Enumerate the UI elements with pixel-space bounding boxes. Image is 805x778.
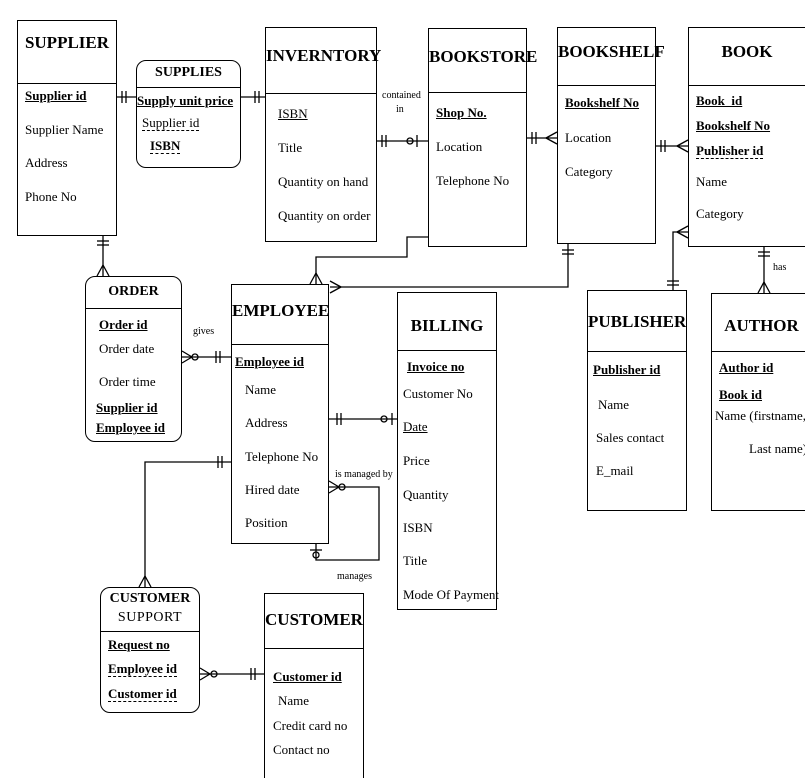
publisher-entity: PUBLISHER Publisher id Name Sales contac… [587, 290, 687, 511]
inventory-title: INVERNTORY [266, 46, 382, 65]
supplies-attr: Supplier id [142, 115, 200, 131]
bookstore-attr: Location [436, 139, 483, 154]
billing-attr: ISBN [403, 520, 433, 535]
supplier-attr: Phone No [25, 189, 77, 204]
bookstore-title: BOOKSTORE [429, 47, 538, 66]
employee-attr: Position [245, 515, 288, 530]
author-attr: Name (firstname, [715, 408, 805, 423]
inventory-attr: ISBN [278, 106, 308, 121]
supplier-attr: Supplier Name [25, 122, 104, 137]
supplier-entity: SUPPLIER Supplier id Supplier Name Addre… [17, 20, 117, 236]
inventory-entity: INVERNTORY ISBN Title Quantity on hand Q… [265, 27, 382, 242]
book-title: BOOK [721, 42, 773, 61]
supplies-entity: SUPPLIES Supply unit price Supplier id I… [136, 60, 241, 168]
order-attr: Order time [99, 374, 156, 389]
employee-attr: Telephone No [245, 449, 319, 464]
author-attr: Last name) [749, 441, 805, 456]
customer-attr: Credit card no [273, 718, 348, 733]
billing-attr: Invoice no [407, 359, 465, 374]
bookstore-attr: Shop No. [436, 105, 487, 120]
book-attr: Name [696, 174, 728, 189]
billing-attr: Title [403, 553, 428, 568]
customer-entity: CUSTOMER Customer id Name Credit card no… [264, 593, 364, 778]
relationship-label-has: has [773, 262, 787, 273]
customer-support-title: SUPPORT [117, 610, 183, 625]
author-attr: Author id [719, 360, 774, 375]
supplier-title: SUPPLIER [24, 33, 110, 52]
inventory-attr: Title [278, 140, 303, 155]
billing-attr: Date [403, 419, 428, 434]
supplier-attr: Supplier id [25, 88, 87, 103]
employee-attr: Name [245, 382, 277, 397]
inventory-attr: Quantity on hand [278, 174, 369, 189]
employee-attr: Hired date [245, 482, 300, 497]
publisher-title: PUBLISHER [588, 312, 687, 331]
billing-entity: BILLING Invoice no Customer No Date Pric… [397, 292, 500, 610]
bookstore-attr: Telephone No [436, 173, 510, 188]
order-attr: Order date [99, 341, 155, 356]
supplies-attr: Supply unit price [137, 93, 234, 108]
relationship-label-manages: manages [337, 571, 372, 582]
bookshelf-attr: Location [565, 130, 612, 145]
order-entity: ORDER Order id Order date Order time Sup… [85, 276, 182, 442]
book-attr: Publisher id [696, 143, 764, 159]
customer-attr: Name [278, 693, 310, 708]
book-attr: Bookshelf No [696, 118, 771, 133]
relationship-label-is-managed-by: is managed by [335, 469, 393, 480]
relationship-label-gives: gives [193, 326, 215, 337]
publisher-attr: Publisher id [593, 362, 661, 377]
customer-support-attr: Employee id [108, 661, 177, 677]
publisher-attr: Name [598, 397, 630, 412]
billing-attr: Mode Of Payment [403, 587, 500, 602]
employee-title: EMPLOYEE [232, 301, 330, 320]
publisher-attr: E_mail [596, 463, 634, 478]
billing-attr: Price [403, 453, 430, 468]
author-title: AUTHOR [724, 316, 799, 335]
bookshelf-attr: Bookshelf No [565, 95, 640, 110]
order-attr: Order id [99, 317, 148, 332]
supplier-attr: Address [25, 155, 68, 170]
bookstore-entity: BOOKSTORE Shop No. Location Telephone No [428, 28, 538, 247]
author-entity: AUTHOR Author id Book id Name (firstname… [711, 293, 805, 511]
author-attr: Book id [719, 387, 762, 402]
order-title: ORDER [108, 284, 159, 299]
customer-attr: Contact no [273, 742, 330, 757]
customer-support-attr: Request no [108, 637, 170, 652]
billing-attr: Customer No [403, 386, 473, 401]
supplies-title: SUPPLIES [155, 65, 222, 80]
billing-attr: Quantity [403, 487, 449, 502]
customer-title: CUSTOMER [265, 610, 363, 629]
inventory-attr: Quantity on order [278, 208, 371, 223]
book-attr: Category [696, 206, 744, 221]
customer-support-entity: CUSTOMER SUPPORT Request no Employee id … [100, 587, 200, 713]
customer-support-title: CUSTOMER [109, 591, 191, 606]
relationship-label-in: in [396, 104, 404, 115]
bookshelf-attr: Category [565, 164, 613, 179]
relationship-label-contained: contained [382, 90, 421, 101]
customer-support-attr: Customer id [108, 686, 177, 702]
employee-attr: Address [245, 415, 288, 430]
order-attr: Supplier id [96, 400, 158, 415]
employee-attr: Employee id [235, 354, 304, 369]
order-attr: Employee id [96, 420, 165, 435]
customer-attr: Customer id [273, 669, 342, 684]
book-attr: Book_id [696, 93, 743, 108]
employee-entity: EMPLOYEE Employee id Name Address Teleph… [231, 284, 329, 544]
billing-title: BILLING [410, 316, 484, 335]
publisher-attr: Sales contact [596, 430, 665, 445]
bookshelf-title: BOOKSHELF [558, 42, 665, 61]
bookshelf-entity: BOOKSHELF Bookshelf No Location Category [557, 27, 665, 244]
book-entity: BOOK Book_id Bookshelf No Publisher id N… [688, 27, 805, 247]
supplies-attr: ISBN [150, 138, 181, 154]
